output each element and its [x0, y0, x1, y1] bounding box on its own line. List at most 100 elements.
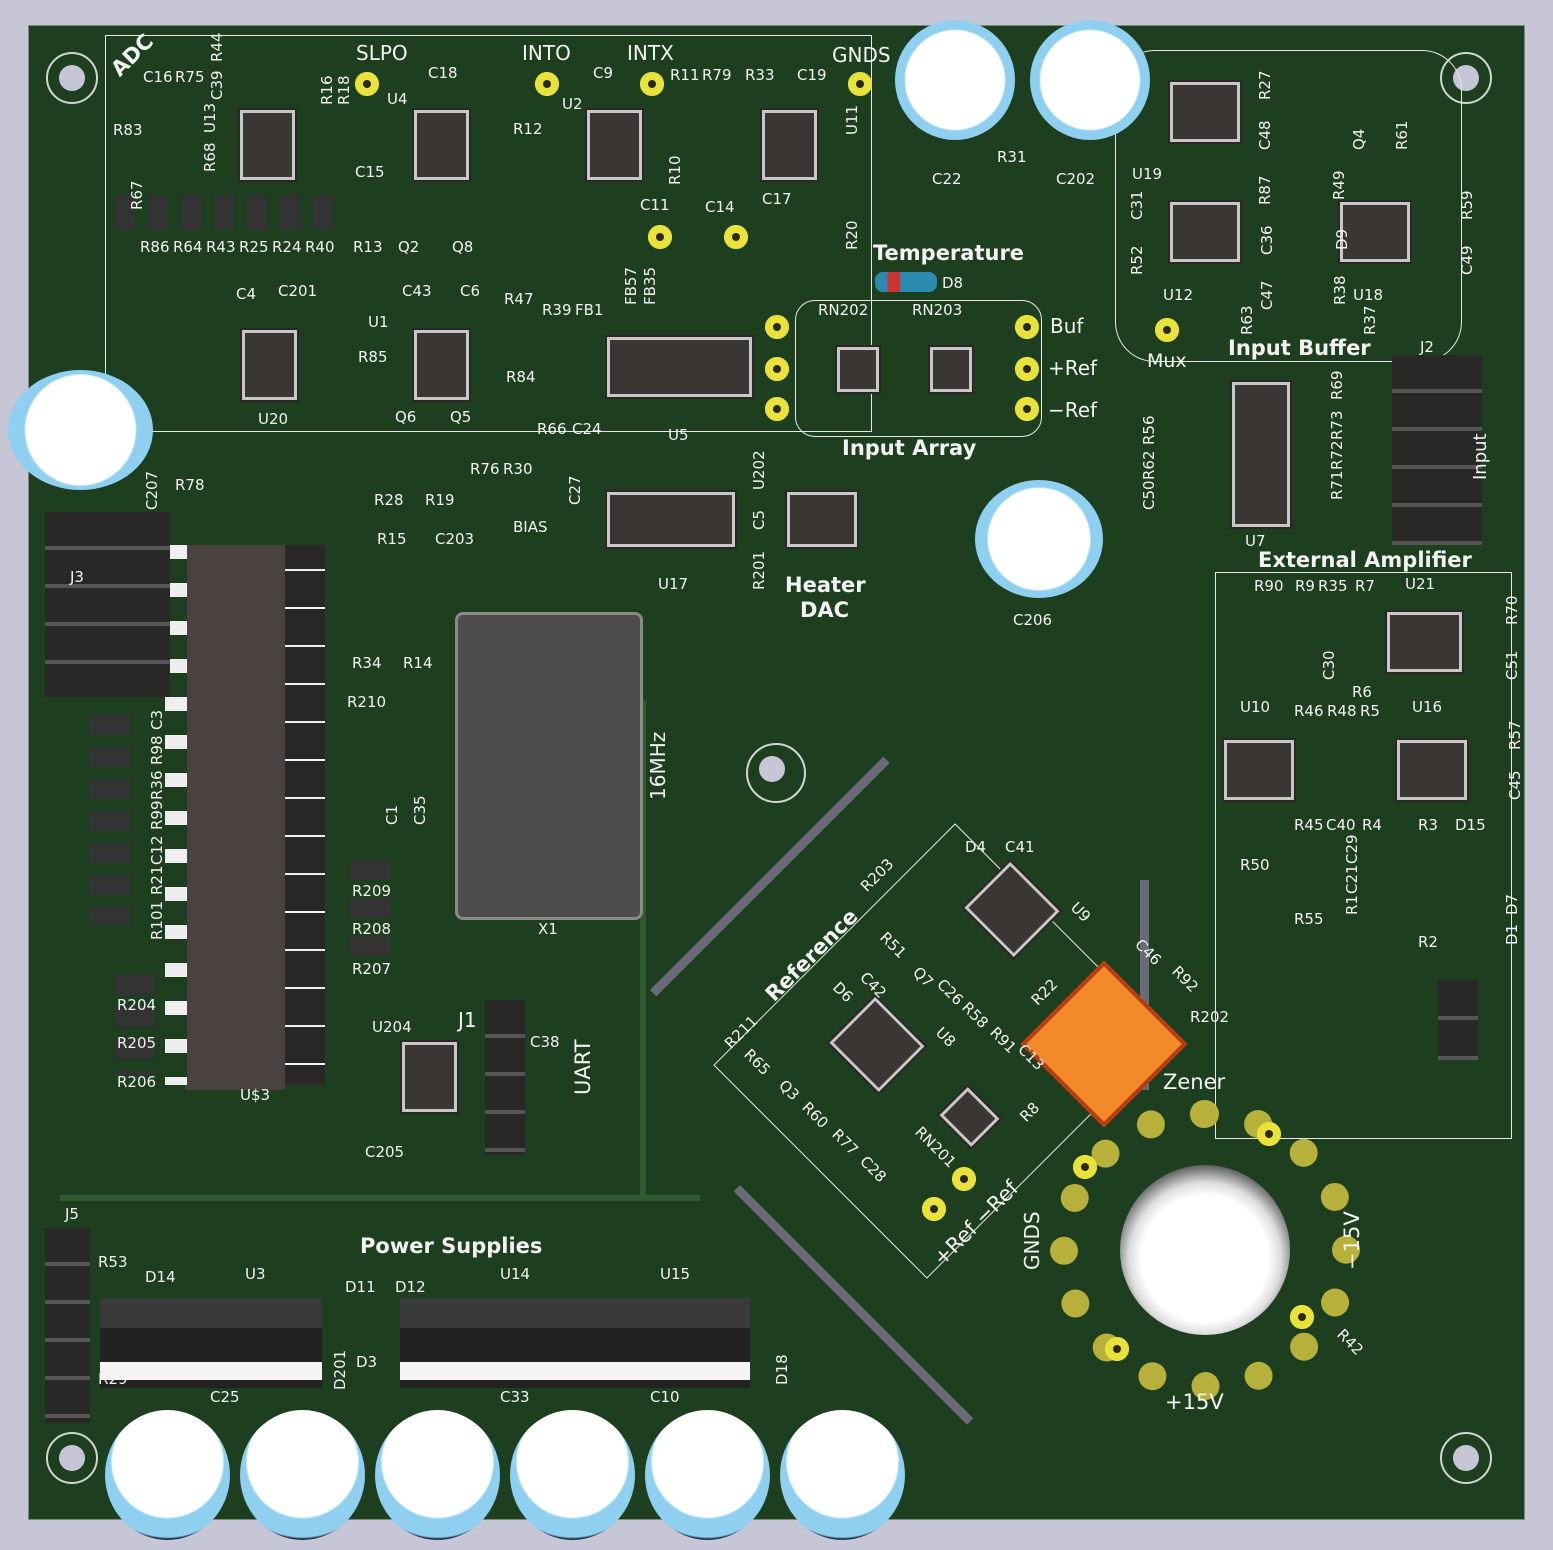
label-uart: UART: [571, 1039, 595, 1095]
ic-u202: [785, 490, 859, 549]
diode-d8: [875, 272, 937, 292]
connector-j2[interactable]: [1392, 355, 1482, 545]
connector-j3[interactable]: [45, 512, 170, 697]
label-bias: BIAS: [513, 518, 548, 536]
mounting-hole: [1440, 1432, 1492, 1484]
refdes-d1: D1: [1503, 923, 1521, 945]
pin-header-left: [165, 545, 187, 1085]
ic-rn203: [928, 345, 974, 394]
refdes-c30: C30: [1320, 650, 1338, 680]
refdes-q2: Q2: [398, 238, 420, 256]
refdes-c35: C35: [411, 795, 429, 825]
refdes-c33: C33: [500, 1388, 530, 1406]
refdes-c50: C50: [1140, 480, 1158, 510]
refdes-r63: R63: [1238, 305, 1256, 335]
label-zener: Zener: [1163, 1070, 1226, 1094]
refdes-q8: Q8: [452, 238, 474, 256]
refdes-r29: R29: [98, 1370, 128, 1388]
refdes-r5: R5: [1360, 702, 1380, 720]
ic-u18: [1338, 200, 1412, 264]
connector-j5[interactable]: [45, 1228, 90, 1423]
refdes-q5: Q5: [450, 408, 472, 426]
refdes-d9: D9: [1333, 228, 1351, 250]
refdes-r38: R38: [1331, 275, 1349, 305]
testpoint-slpo[interactable]: [355, 72, 379, 96]
label-j2: J2: [1420, 338, 1434, 356]
refdes-c47: C47: [1258, 280, 1276, 310]
testpoint-pref[interactable]: [1015, 357, 1039, 381]
refdes-u21: U21: [1405, 575, 1436, 593]
label-p15: +15V: [1165, 1390, 1224, 1414]
testpoint-gnds[interactable]: [848, 72, 872, 96]
adc-section-outline: [105, 35, 872, 432]
refdes-r13: R13: [353, 238, 383, 256]
testpoint-in1[interactable]: [765, 315, 789, 339]
refdes-r20: R20: [843, 220, 861, 250]
testpoint-ring2[interactable]: [1290, 1305, 1314, 1329]
trace: [640, 700, 646, 1200]
refdes-d4: D4: [965, 838, 987, 856]
refdes-u13: U13: [201, 102, 219, 133]
refdes-c18: C18: [428, 64, 458, 82]
connector-input-plus[interactable]: [1438, 980, 1478, 1060]
refdes-r4: R4: [1362, 816, 1382, 834]
refdes-d7: D7: [1503, 893, 1521, 915]
refdes-c49: C49: [1458, 245, 1476, 275]
refdes-x1: X1: [538, 920, 558, 938]
refdes-c206: C206: [1013, 611, 1053, 629]
refdes-r1: R1: [1343, 895, 1361, 915]
testpoint-ring1[interactable]: [1257, 1122, 1281, 1146]
refdes-c9: C9: [593, 64, 614, 82]
testpoint-intx[interactable]: [640, 72, 664, 96]
label-dac: DAC: [800, 598, 850, 622]
ic-u204: [400, 1040, 459, 1114]
testpoint-buf[interactable]: [1015, 315, 1039, 339]
refdes-r208: R208: [352, 920, 392, 938]
refdes-c22: C22: [932, 170, 962, 188]
refdes-d12: D12: [395, 1278, 426, 1296]
refdes-c25: C25: [210, 1388, 240, 1406]
refdes-u202: U202: [750, 450, 768, 490]
testpoint-in2[interactable]: [765, 357, 789, 381]
smd-resistor-column: [350, 860, 390, 960]
refdes-c10: C10: [650, 1388, 680, 1406]
refdes-r90: R90: [1254, 577, 1284, 595]
regulator-u15: [580, 1298, 750, 1388]
label-j3: J3: [70, 568, 84, 586]
refdes-u19: U19: [1132, 165, 1163, 183]
refdes-r27: R27: [1256, 70, 1274, 100]
testpoint-pref2[interactable]: [922, 1197, 946, 1221]
connector-j1[interactable]: [485, 1000, 525, 1155]
refdes-c36: C36: [1258, 225, 1276, 255]
mounting-hole: [46, 52, 98, 104]
testpoint-mux[interactable]: [1155, 318, 1179, 342]
refdes-u20: U20: [258, 410, 289, 428]
refdes-c29: C29: [1343, 834, 1361, 864]
refdes-r57: R57: [1506, 720, 1524, 750]
testpoint-c11[interactable]: [648, 225, 672, 249]
refdes-r50: R50: [1240, 856, 1270, 874]
testpoint-in3[interactable]: [765, 397, 789, 421]
refdes-r62: R62: [1140, 450, 1158, 480]
refdes-r99: R99: [148, 800, 166, 830]
testpoint-gnds2[interactable]: [1073, 1155, 1097, 1179]
refdes-r45: R45: [1294, 816, 1324, 834]
refdes-u18: U18: [1353, 286, 1384, 304]
testpoint-mref[interactable]: [1015, 397, 1039, 421]
testpoint-mref2[interactable]: [952, 1167, 976, 1191]
refdes-u15: U15: [660, 1265, 691, 1283]
refdes-r30: R30: [503, 460, 533, 478]
refdes-rn203: RN203: [912, 301, 963, 319]
refdes-c21: C21: [1343, 864, 1361, 894]
refdes-u17: U17: [658, 575, 689, 593]
ic-u1: [412, 328, 471, 402]
refdes-r7: R7: [1355, 577, 1375, 595]
refdes-c16: C16: [143, 68, 173, 86]
testpoint-into[interactable]: [535, 72, 559, 96]
smd-resistor-row: [115, 195, 335, 230]
testpoint-ring3[interactable]: [1105, 1337, 1129, 1361]
testpoint-c14[interactable]: [724, 225, 748, 249]
refdes-r15: R15: [377, 530, 407, 548]
input-array-outline: [795, 300, 1042, 437]
refdes-r10: R10: [666, 155, 684, 185]
